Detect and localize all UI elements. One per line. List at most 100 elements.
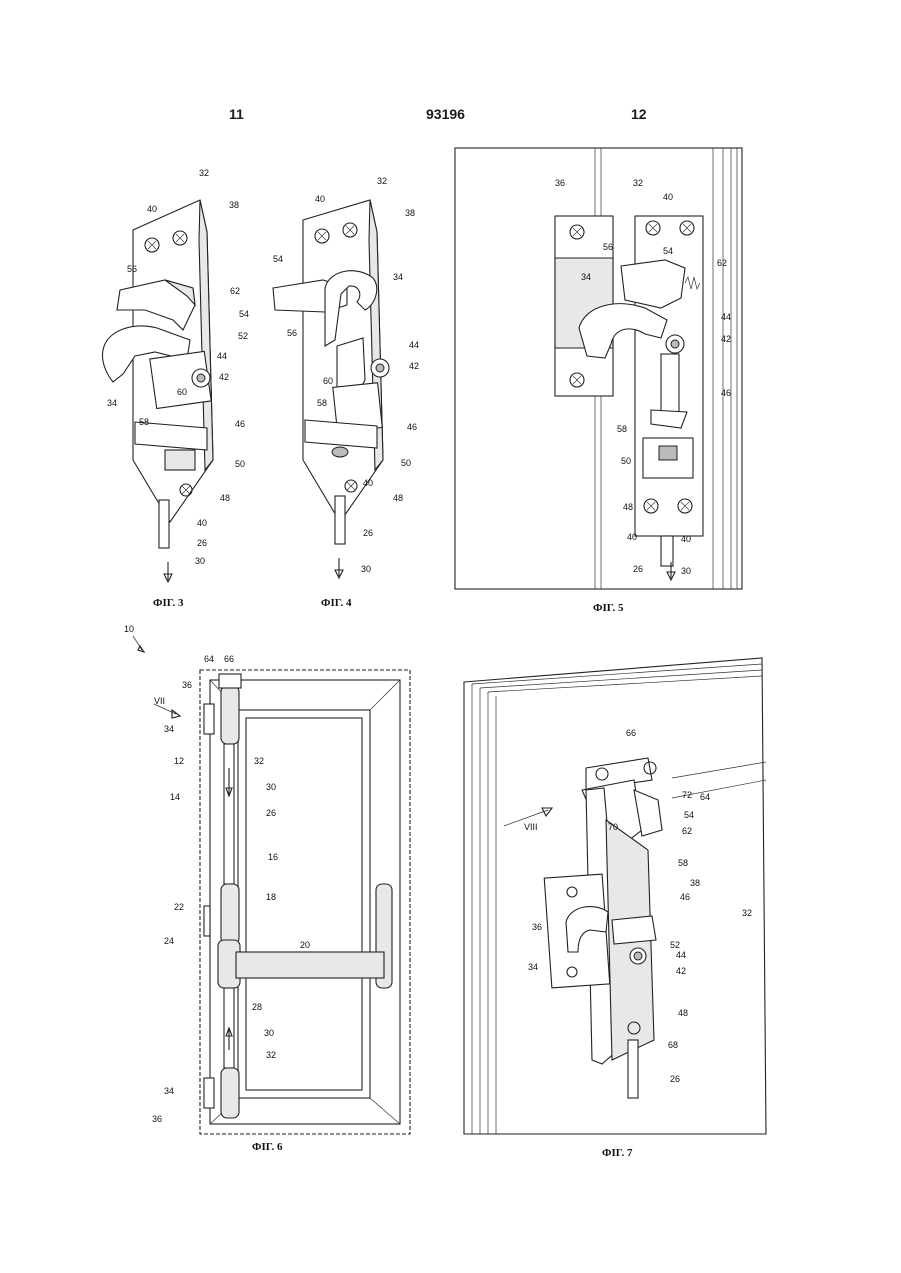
reference-label: 26 [197,538,207,548]
reference-label: VII [154,696,165,706]
reference-label: 30 [266,782,276,792]
reference-label: 70 [608,822,618,832]
reference-label: 50 [621,456,631,466]
reference-label: 32 [633,178,643,188]
reference-label: 34 [164,1086,174,1096]
reference-label: 54 [684,810,694,820]
reference-label: 62 [717,258,727,268]
reference-label: 52 [670,940,680,950]
reference-label: 34 [528,962,538,972]
reference-label: 58 [139,417,149,427]
reference-label: 38 [229,200,239,210]
reference-label: 46 [721,388,731,398]
reference-label: 38 [405,208,415,218]
reference-label: 16 [268,852,278,862]
fig7-caption: ФІГ. 7 [602,1147,633,1159]
reference-label: 32 [254,756,264,766]
reference-label: 58 [678,858,688,868]
figure-7: 66 72 64 VIII 70 54 62 58 38 46 32 36 52… [462,640,772,1165]
figure-5: 36 32 40 56 54 62 34 44 42 46 58 50 48 4… [455,148,755,618]
fig6-caption: ФІГ. 6 [252,1141,283,1153]
reference-label: 54 [273,254,283,264]
reference-label: 40 [147,204,157,214]
reference-label: 44 [217,351,227,361]
reference-label: 40 [197,518,207,528]
figure-4: 40 32 38 54 34 56 44 42 60 58 46 50 48 4… [265,170,435,620]
reference-label: 38 [690,878,700,888]
reference-label: 34 [581,272,591,282]
reference-label: 30 [264,1028,274,1038]
reference-label: 58 [617,424,627,434]
reference-label: 56 [603,242,613,252]
reference-label: 36 [532,922,542,932]
fig4-caption: ФІГ. 4 [321,597,352,609]
reference-label: 72 [682,790,692,800]
reference-label: 32 [199,168,209,178]
fig5-caption: ФІГ. 5 [593,602,624,614]
figure-6: 10 64 66 VII 36 34 32 12 30 14 26 16 18 … [118,618,418,1163]
reference-label: 42 [721,334,731,344]
reference-label: 48 [220,493,230,503]
reference-label: 46 [407,422,417,432]
reference-label: 62 [230,286,240,296]
reference-label: 50 [235,459,245,469]
reference-label: 64 [204,654,214,664]
fig7-drawing [464,658,766,1134]
reference-label: 40 [363,478,373,488]
reference-label: 34 [164,724,174,734]
reference-label: 24 [164,936,174,946]
reference-label: 54 [663,246,673,256]
reference-label: 68 [668,1040,678,1050]
reference-label: 50 [401,458,411,468]
reference-label: 18 [266,892,276,902]
reference-label: 26 [363,528,373,538]
fig6-labels: 10 64 66 VII 36 34 32 12 30 14 26 16 18 … [124,624,310,1153]
reference-label: 66 [224,654,234,664]
reference-label: 58 [317,398,327,408]
reference-label: 32 [266,1050,276,1060]
reference-label: 60 [177,387,187,397]
reference-label: 30 [195,556,205,566]
reference-label: 40 [315,194,325,204]
reference-label: 42 [219,372,229,382]
reference-label: 48 [678,1008,688,1018]
reference-label: 32 [377,176,387,186]
reference-label: 44 [409,340,419,350]
reference-label: 36 [152,1114,162,1124]
reference-label: 32 [742,908,752,918]
fig5-drawing [455,148,742,589]
reference-label: 40 [663,192,673,202]
left-page-number: 11 [229,106,244,122]
reference-label: 44 [676,950,686,960]
reference-label: 40 [627,532,637,542]
reference-label: 66 [626,728,636,738]
reference-label: 42 [676,966,686,976]
reference-label: 14 [170,792,180,802]
reference-label: 40 [681,534,691,544]
reference-label: 28 [252,1002,262,1012]
reference-label: 48 [393,493,403,503]
reference-label: 46 [680,892,690,902]
reference-label: 46 [235,419,245,429]
patent-number: 93196 [426,106,465,122]
reference-label: 22 [174,902,184,912]
reference-label: 64 [700,792,710,802]
fig4-drawing [273,200,389,578]
reference-label: 12 [174,756,184,766]
reference-label: 60 [323,376,333,386]
reference-label: 62 [682,826,692,836]
reference-label: 54 [239,309,249,319]
reference-label: 10 [124,624,134,634]
fig3-caption: ФІГ. 3 [153,597,184,609]
reference-label: 30 [681,566,691,576]
right-page-number: 12 [631,106,647,122]
reference-label: VIII [524,822,538,832]
reference-label: 26 [266,808,276,818]
reference-label: 52 [238,331,248,341]
reference-label: 56 [287,328,297,338]
reference-label: 20 [300,940,310,950]
reference-label: 34 [393,272,403,282]
reference-label: 48 [623,502,633,512]
reference-label: 36 [555,178,565,188]
reference-label: 56 [127,264,137,274]
